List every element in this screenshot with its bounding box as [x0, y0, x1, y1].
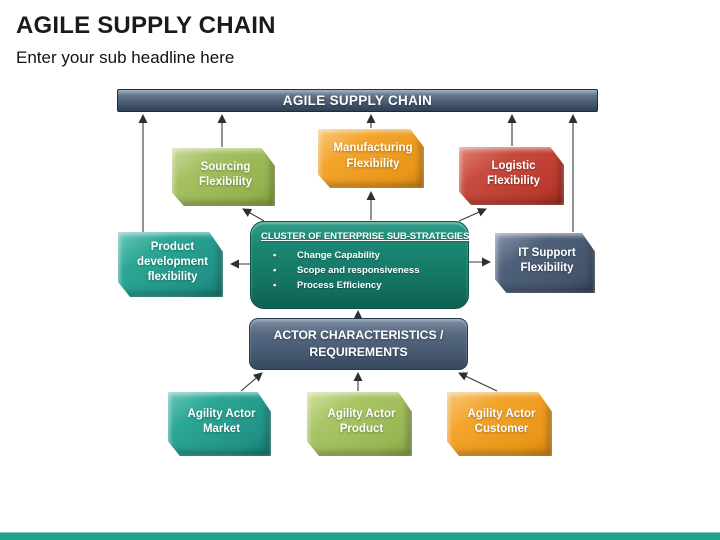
cluster-title: CLUSTER OF ENTERPRISE SUB-STRATEGIES: [261, 231, 470, 242]
page-subtitle: Enter your sub headline here: [16, 48, 235, 67]
page-title: AGILE SUPPLY CHAIN: [16, 12, 276, 39]
banner-label: AGILE SUPPLY CHAIN: [282, 93, 433, 108]
actor-line1: ACTOR CHARACTERISTICS /: [273, 327, 444, 342]
bottom-accent-bar: [0, 532, 720, 540]
box-manufacturing-flexibility: Manufacturing Flexibility: [318, 129, 424, 188]
box-logistic-flexibility: Logistic Flexibility: [459, 147, 564, 205]
box-product-development-flexibility: Product development flexibility: [118, 232, 223, 297]
box-sourcing-flexibility: Sourcing Flexibility: [172, 148, 275, 206]
cluster-bullet: Change Capability: [261, 248, 458, 263]
cluster-bullet: Scope and responsiveness: [261, 263, 458, 278]
box-agility-actor-customer: Agility Actor Customer: [447, 392, 552, 456]
cluster-sub-strategies: CLUSTER OF ENTERPRISE SUB-STRATEGIES Cha…: [250, 221, 469, 309]
box-agility-actor-product: Agility Actor Product: [307, 392, 412, 456]
actor-line2: REQUIREMENTS: [309, 345, 408, 359]
cluster-bullet-list: Change Capability Scope and responsivene…: [261, 248, 458, 294]
cluster-bullet: Process Efficiency: [261, 278, 458, 293]
agile-supply-chain-banner: AGILE SUPPLY CHAIN: [117, 89, 598, 112]
box-agility-actor-market: Agility Actor Market: [168, 392, 271, 456]
box-actor-characteristics: ACTOR CHARACTERISTICS / REQUIREMENTS: [249, 318, 468, 370]
box-it-support-flexibility: IT Support Flexibility: [495, 233, 595, 293]
